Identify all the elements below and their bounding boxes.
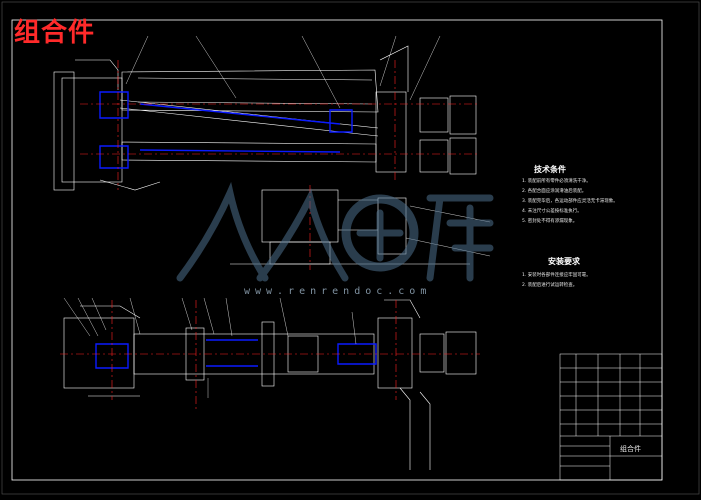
technical-note-line: 3. 装配完毕后，各运动部件应灵活无卡滞现象。 bbox=[522, 199, 618, 204]
title-block-label: 组合件 bbox=[620, 445, 641, 453]
motor-block-1 bbox=[419, 97, 449, 133]
sheet-inner-frame bbox=[11, 19, 663, 481]
technical-notes-heading: 技术条件 bbox=[534, 165, 566, 174]
top-view-centerlines bbox=[80, 60, 480, 270]
installation-note-line: 1. 安装时各部件连接应牢固可靠。 bbox=[522, 273, 591, 278]
technical-note-line: 2. 各配合面应涂润滑油后装配。 bbox=[522, 189, 587, 194]
left-bracket bbox=[61, 77, 123, 183]
motor-cap-1 bbox=[449, 95, 477, 135]
left-bracket-base bbox=[53, 71, 75, 191]
plan-right-housing bbox=[377, 317, 413, 389]
watermark-url: www.renrendoc.com bbox=[244, 286, 432, 297]
top-view-leaders bbox=[125, 35, 491, 257]
technical-note-line: 1. 装配前所有零件必须清洗干净。 bbox=[522, 179, 591, 184]
motor-block-2 bbox=[419, 139, 449, 173]
bottom-view bbox=[63, 299, 477, 470]
right-housing bbox=[375, 91, 407, 173]
watermark-logo bbox=[176, 181, 494, 282]
installation-notes-heading: 安装要求 bbox=[548, 257, 580, 266]
plan-support-post bbox=[399, 387, 431, 470]
bottom-view-centerlines bbox=[60, 300, 480, 410]
motor-cap-2 bbox=[449, 137, 477, 175]
plan-left-frame bbox=[63, 317, 135, 389]
bottom-view-sections bbox=[95, 339, 377, 369]
plan-shaft bbox=[133, 333, 375, 375]
technical-note-line: 5. 密封处不得有渗漏现象。 bbox=[522, 219, 578, 224]
title-block bbox=[559, 353, 663, 481]
upper-arm bbox=[121, 69, 379, 113]
top-view-sections bbox=[99, 91, 353, 169]
bottom-view-leaders bbox=[63, 297, 357, 398]
drawing-title: 组合件 bbox=[14, 18, 96, 48]
technical-note-line: 4. 未注尺寸公差按标准执行。 bbox=[522, 209, 582, 214]
installation-note-line: 2. 装配后进行试运转检查。 bbox=[522, 283, 578, 288]
